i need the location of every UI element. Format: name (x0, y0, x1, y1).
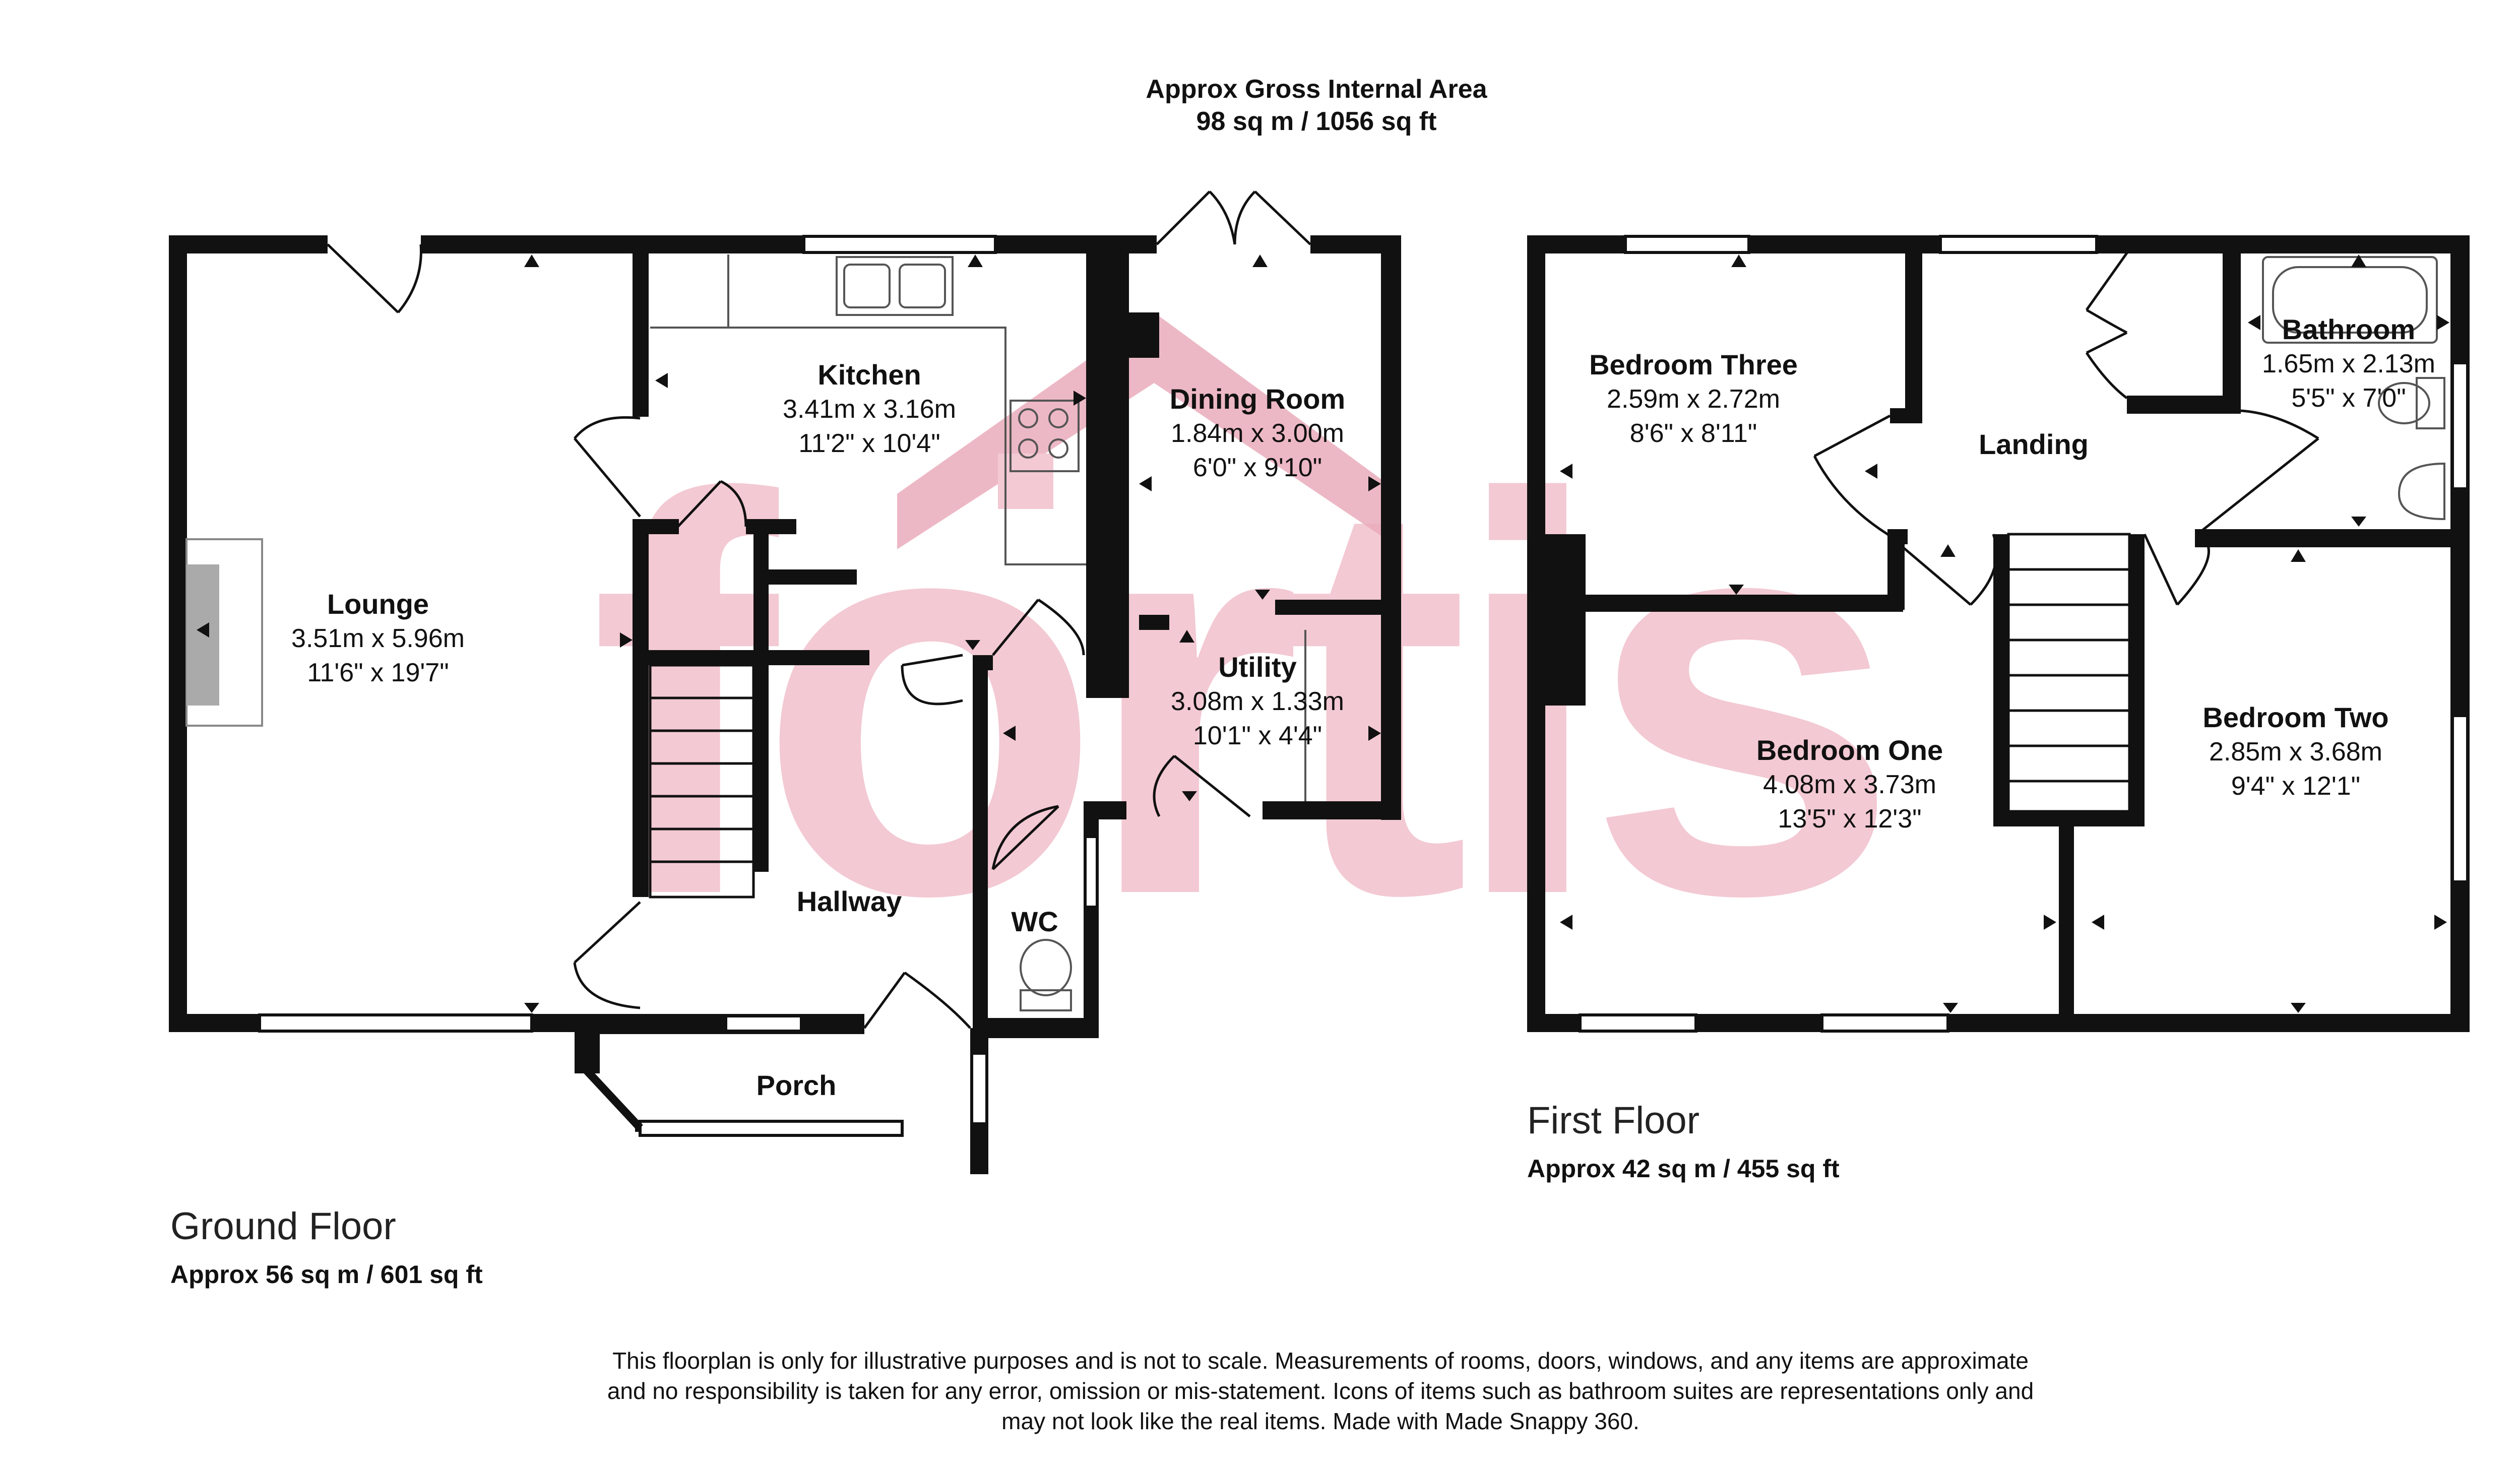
room-dining-name: Dining Room (1169, 383, 1346, 415)
room-utility-imperial: 10'1" x 4'4" (1192, 721, 1322, 750)
ground-floor-label: Ground Floor (170, 1205, 396, 1248)
disclaimer-line-1: This floorplan is only for illustrative … (612, 1348, 2029, 1374)
porch-window (639, 1120, 904, 1137)
porch-angled-wall (582, 1065, 643, 1131)
watermark-roof-icon (897, 312, 1401, 549)
room-bed1: Bedroom One 4.08m x 3.73m 13'5" x 12'3" (1756, 733, 1943, 836)
bath-icon (2262, 256, 2438, 344)
room-bathroom: Bathroom 1.65m x 2.13m 5'5" x 7'0" (2262, 312, 2435, 415)
room-bed1-imperial: 13'5" x 12'3" (1778, 804, 1922, 834)
ground-floor-stairs (649, 664, 755, 899)
room-dining-imperial: 6'0" x 9'10" (1192, 453, 1322, 482)
room-landing-name: Landing (1979, 428, 2089, 460)
basin-icon (2398, 462, 2445, 521)
room-wc-name: WC (1011, 906, 1058, 937)
toilet-icon (1020, 939, 1072, 1011)
first-floor-stairs (2007, 533, 2131, 813)
bathroom-toilet-icon (2416, 377, 2445, 429)
room-hallway-name: Hallway (796, 885, 902, 917)
room-kitchen-metric: 3.41m x 3.16m (783, 395, 956, 424)
room-lounge-name: Lounge (327, 588, 429, 620)
ground-floor-windows (258, 235, 1099, 1137)
room-bed3-metric: 2.59m x 2.72m (1607, 385, 1780, 414)
bathroom-window (2451, 361, 2469, 490)
room-kitchen-name: Kitchen (817, 359, 921, 391)
room-bathroom-metric: 1.65m x 2.13m (2262, 349, 2435, 378)
bed1-window-right (1820, 1013, 1949, 1033)
kitchen-fixtures (650, 254, 1306, 801)
disclaimer-line-3: may not look like the real items. Made w… (1001, 1408, 1640, 1434)
room-lounge: Lounge 3.51m x 5.96m 11'6" x 19'7" (291, 587, 465, 690)
watermark-logo: fortis (590, 312, 1900, 1012)
lounge-window (258, 1013, 533, 1033)
room-dining-metric: 1.84m x 3.00m (1171, 419, 1344, 448)
room-lounge-metric: 3.51m x 5.96m (291, 624, 465, 653)
room-kitchen-imperial: 11'2" x 10'4" (798, 429, 940, 458)
room-utility-name: Utility (1218, 651, 1297, 683)
ground-floor-walls (169, 235, 1401, 1174)
first-floor-area: Approx 42 sq m / 455 sq ft (1527, 1155, 1840, 1183)
gross-area-value: 98 sq m / 1056 sq ft (1196, 107, 1437, 136)
room-bathroom-name: Bathroom (2282, 313, 2416, 345)
bed3-window (1624, 235, 1750, 254)
room-bed3-name: Bedroom Three (1589, 349, 1798, 380)
gross-area-title: Approx Gross Internal Area (1146, 75, 1487, 104)
room-bed1-metric: 4.08m x 3.73m (1763, 770, 1936, 799)
hall-window (724, 1014, 803, 1033)
room-utility: Utility 3.08m x 1.33m 10'1" x 4'4" (1171, 650, 1344, 753)
first-floor-windows (1579, 235, 2469, 1033)
hob-icon (1010, 400, 1080, 472)
ground-floor-area: Approx 56 sq m / 601 sq ft (170, 1260, 483, 1289)
room-lounge-imperial: 11'6" x 19'7" (307, 658, 449, 687)
room-bed3-imperial: 8'6" x 8'11" (1629, 419, 1757, 448)
porch-side-window (970, 1052, 988, 1125)
room-utility-metric: 3.08m x 1.33m (1171, 687, 1344, 716)
room-bed1-name: Bedroom One (1756, 734, 1943, 766)
bed2-window (2451, 714, 2469, 883)
ground-floor-doors (327, 190, 1311, 1029)
first-floor-doors (1813, 248, 2319, 606)
kitchen-window (802, 235, 997, 254)
room-kitchen: Kitchen 3.41m x 3.16m 11'2" x 10'4" (783, 358, 956, 461)
watermark-text: fortis (590, 381, 1880, 1012)
bathroom-fixtures (2262, 256, 2445, 521)
fireplace-icon (185, 538, 263, 727)
landing-window (1939, 235, 2098, 254)
sink-icon (836, 256, 954, 316)
room-bed2-name: Bedroom Two (2202, 701, 2389, 733)
watermark-window-icon (998, 454, 1053, 509)
wc-window (1084, 835, 1099, 909)
room-porch-name: Porch (756, 1069, 837, 1101)
first-floor-label: First Floor (1527, 1099, 1699, 1142)
room-bathroom-imperial: 5'5" x 7'0" (2291, 384, 2406, 413)
disclaimer-line-2: and no responsibility is taken for any e… (607, 1378, 2034, 1404)
room-bed2: Bedroom Two 2.85m x 3.68m 9'4" x 12'1" (2202, 700, 2388, 803)
room-bed3: Bedroom Three 2.59m x 2.72m 8'6" x 8'11" (1589, 348, 1798, 451)
bed1-window-left (1579, 1013, 1697, 1033)
room-dining: Dining Room 1.84m x 3.00m 6'0" x 9'10" (1170, 382, 1345, 485)
room-bed2-metric: 2.85m x 3.68m (2209, 737, 2382, 767)
direction-markers (197, 254, 2449, 1013)
room-bed2-imperial: 9'4" x 12'1" (2231, 772, 2361, 801)
